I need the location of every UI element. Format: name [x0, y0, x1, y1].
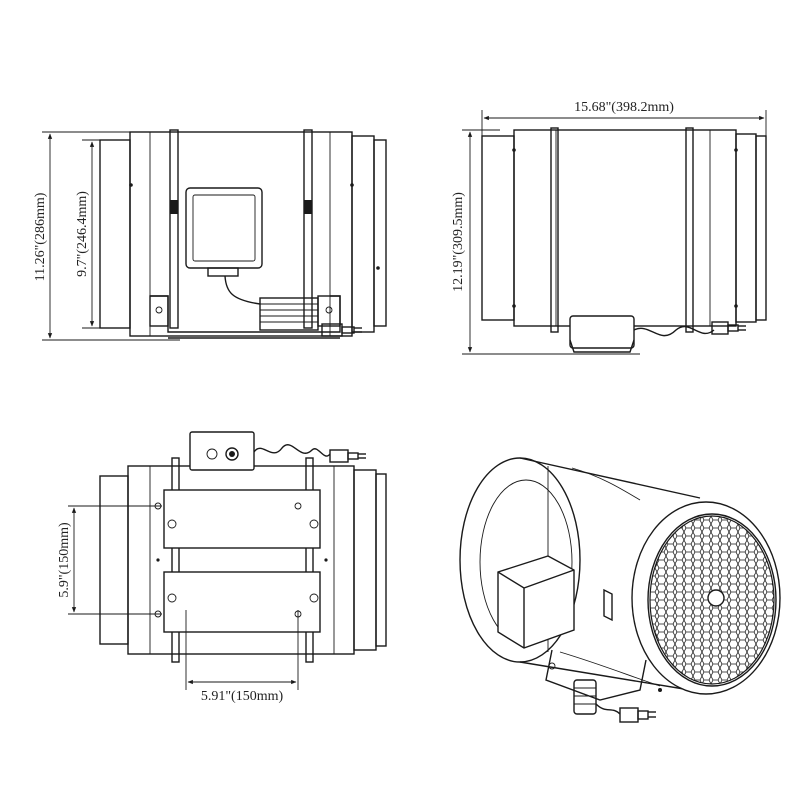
coiled-cord — [259, 297, 362, 337]
label-inner-height: 9.7"(246.4mm) — [75, 191, 90, 277]
dimension-height: 12.19"(309.5mm) — [451, 129, 640, 355]
bottom-view: 5.9"(150mm) 5.91"(150mm) — [57, 431, 387, 704]
perspective-view — [459, 457, 781, 723]
coiled-cord-perspective — [573, 679, 656, 723]
label-length: 15.68"(398.2mm) — [574, 100, 674, 115]
label-overall-height: 11.26"(286mm) — [33, 192, 48, 281]
dimension-overall-height: 11.26"(286mm) — [33, 131, 180, 341]
dimension-length: 15.68"(398.2mm) — [481, 100, 767, 140]
label-mount-height: 5.9"(150mm) — [57, 522, 72, 598]
dimension-mount-width: 5.91"(150mm) — [185, 610, 299, 704]
dimension-mount-height: 5.9"(150mm) — [57, 505, 162, 615]
side-view: 11.26"(286mm) 9.7"(246.4mm) — [33, 129, 387, 341]
label-height: 12.19"(309.5mm) — [451, 192, 466, 292]
label-mount-width: 5.91"(150mm) — [201, 689, 284, 704]
top-view: 15.68"(398.2mm) 12.19"(309.5mm) — [451, 100, 767, 355]
dimension-inner-height: 9.7"(246.4mm) — [75, 139, 110, 329]
